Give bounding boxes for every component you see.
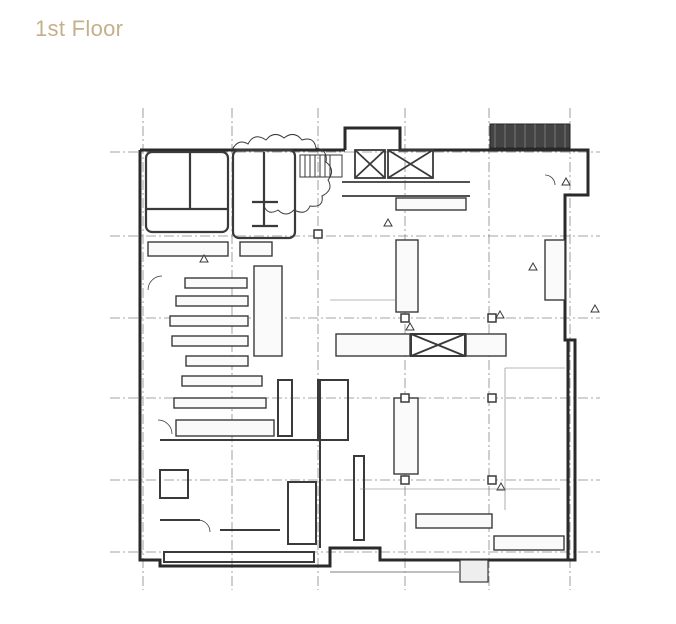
- column-marker-icon: [313, 229, 497, 485]
- revision-cloud: [231, 134, 332, 215]
- top-left-rooms: [144, 148, 297, 240]
- entrance: [330, 559, 489, 583]
- elevator-shafts: [342, 149, 470, 197]
- door-swing-icon: [147, 174, 556, 573]
- stair-icon: [299, 154, 343, 178]
- floor-title: 1st Floor: [35, 16, 124, 41]
- hatched-area: [489, 123, 571, 149]
- shelving-left: [147, 241, 283, 437]
- revision-triangle-icon: [199, 176, 600, 491]
- lower-left-rooms: [159, 379, 365, 563]
- dimension-lines: [330, 299, 565, 510]
- shelving-center: [335, 197, 566, 551]
- center-void: [410, 333, 466, 357]
